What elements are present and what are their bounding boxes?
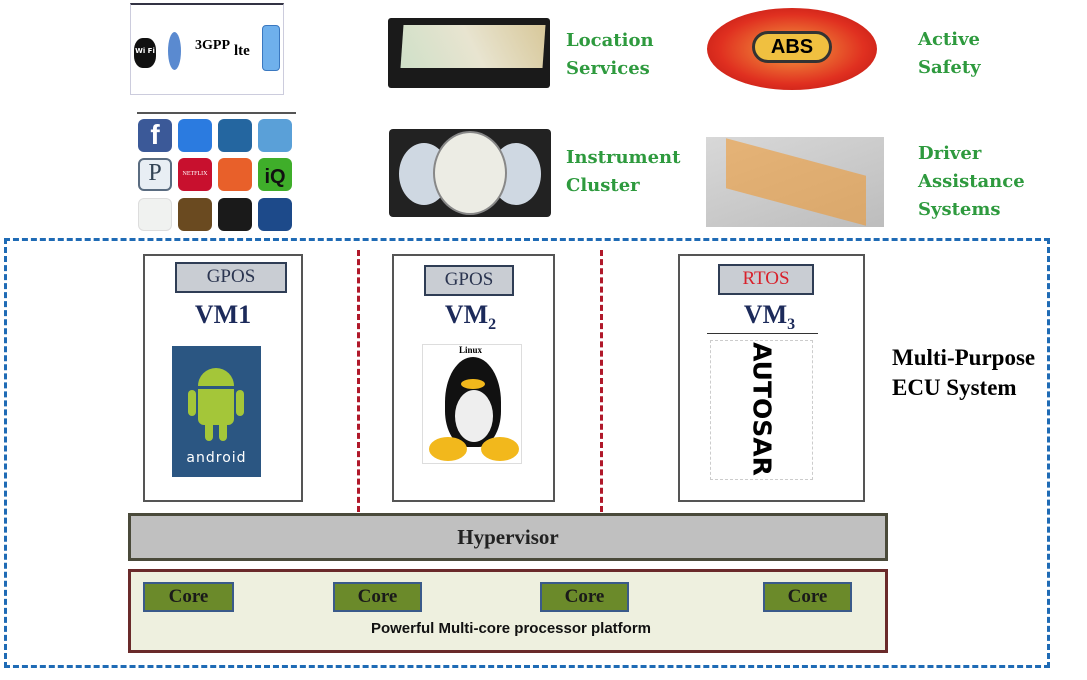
feed-icon bbox=[178, 198, 212, 231]
hypervisor-label: Hypervisor bbox=[457, 525, 559, 549]
connectivity-icons-image: Wi Fi 3GPP lte bbox=[130, 3, 284, 95]
wifi-icon: Wi Fi bbox=[134, 38, 156, 68]
vm-separator bbox=[357, 250, 360, 512]
bluetooth-icon bbox=[168, 32, 181, 70]
delta-icon bbox=[258, 198, 292, 231]
3gpp-icon: 3GPP bbox=[195, 38, 230, 53]
meetup-icon bbox=[218, 119, 252, 152]
driver-assistance-label: Driver Assistance Systems bbox=[918, 143, 1025, 220]
core-box: Core bbox=[333, 582, 422, 612]
android-logo: android bbox=[172, 346, 261, 477]
instrument-cluster-label: Instrument Cluster bbox=[566, 147, 681, 196]
abs-warning-image: ABS bbox=[702, 3, 881, 95]
iq-icon: iQ bbox=[258, 158, 292, 191]
lte-icon: lte bbox=[234, 43, 250, 59]
vm2-title: VM2 bbox=[444, 300, 497, 334]
vm1-box: GPOS VM1 android bbox=[143, 254, 303, 502]
vm2-box: GPOS VM2 Linux bbox=[392, 254, 555, 502]
driver-assistance-image bbox=[706, 137, 884, 227]
active-safety-label: Active Safety bbox=[918, 29, 981, 78]
navigation-screen-image bbox=[388, 18, 550, 88]
pandora-icon: P bbox=[138, 158, 172, 191]
wifi-text: Wi Fi bbox=[135, 47, 155, 55]
core-box: Core bbox=[763, 582, 852, 612]
vm1-title: VM1 bbox=[194, 300, 252, 329]
gpos-label: GPOS bbox=[424, 265, 514, 296]
gpos-label: GPOS bbox=[175, 262, 287, 293]
apps-grid-image: f P NETFLIX iQ bbox=[137, 112, 296, 233]
vm-separator bbox=[600, 250, 603, 512]
platform-label: Powerful Multi-core processor platform bbox=[370, 620, 652, 637]
rtos-label: RTOS bbox=[718, 264, 814, 295]
abs-text: ABS bbox=[752, 31, 832, 63]
app-icon bbox=[218, 158, 252, 191]
usb-icon bbox=[262, 25, 280, 71]
lookout-icon bbox=[218, 198, 252, 231]
instrument-cluster-image bbox=[389, 129, 551, 217]
app-icon bbox=[258, 119, 292, 152]
netflix-icon: NETFLIX bbox=[178, 158, 212, 191]
vm3-title: VM3 bbox=[743, 300, 796, 334]
ecu-system-label: Multi-Purpose ECU System bbox=[892, 345, 1036, 400]
multicore-platform: Core Core Core Core Powerful Multi-core … bbox=[128, 569, 888, 653]
vm3-box: RTOS VM3 AUTOSAR bbox=[678, 254, 865, 502]
location-services-label: Location Services bbox=[566, 30, 654, 79]
app-icon bbox=[138, 198, 172, 231]
core-box: Core bbox=[143, 582, 234, 612]
dropbox-icon bbox=[178, 119, 212, 152]
autosar-text: AUTOSAR bbox=[747, 342, 777, 476]
autosar-logo: AUTOSAR bbox=[707, 333, 818, 483]
core-box: Core bbox=[540, 582, 629, 612]
ecu-system-boundary bbox=[4, 238, 1050, 668]
linux-text: Linux bbox=[459, 345, 483, 355]
android-text: android bbox=[186, 450, 247, 466]
hypervisor-layer: Hypervisor bbox=[128, 513, 888, 561]
linux-tux-logo: Linux bbox=[422, 344, 522, 464]
facebook-icon: f bbox=[138, 119, 172, 152]
